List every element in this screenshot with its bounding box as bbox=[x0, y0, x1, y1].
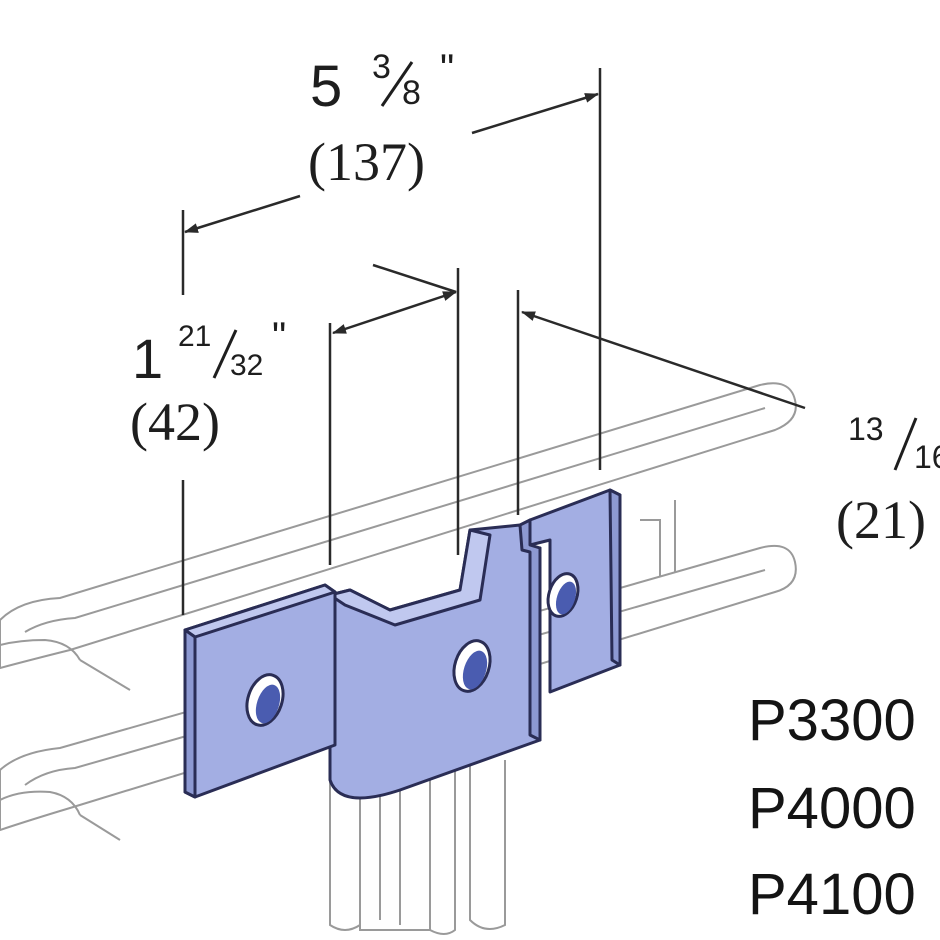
dimension-arrows bbox=[184, 92, 806, 410]
overall-dim-arrow-right bbox=[471, 92, 599, 135]
channel-metric: (21) bbox=[836, 490, 926, 550]
flange-metric: (42) bbox=[130, 392, 220, 452]
overall-whole: 5 bbox=[310, 54, 342, 119]
z-fitting bbox=[183, 488, 622, 800]
bolt-hole-left-inner bbox=[255, 684, 281, 724]
channel-numerator: 13 bbox=[848, 411, 884, 447]
fitting-center-section bbox=[328, 523, 542, 800]
horizontal-channel-upper bbox=[0, 382, 797, 691]
bolt-hole-right-inner bbox=[555, 581, 577, 615]
part-number-1: P3300 bbox=[748, 688, 916, 753]
overall-metric: (137) bbox=[308, 132, 425, 192]
channel-dim-arrow bbox=[521, 310, 806, 410]
overall-inch-mark: " bbox=[440, 47, 454, 91]
vertical-channel bbox=[329, 759, 506, 935]
part-number-2: P4000 bbox=[748, 776, 916, 841]
fitting-left-side bbox=[183, 628, 197, 799]
flange-whole: 1 bbox=[132, 327, 163, 390]
dim-flange-label: 1 21 32 " (42) bbox=[130, 315, 286, 452]
flange-denominator: 32 bbox=[230, 349, 263, 382]
extension-lines bbox=[181, 68, 602, 615]
fitting-right-edge bbox=[608, 488, 622, 667]
overall-denominator: 8 bbox=[402, 74, 421, 112]
dim-overall-label: 5 3 8 " (137) bbox=[308, 47, 454, 192]
overall-numerator: 3 bbox=[372, 48, 391, 86]
overall-dim-arrow-left bbox=[184, 194, 301, 234]
fitting-top-fold bbox=[328, 528, 492, 627]
flange-inch-mark: " bbox=[272, 315, 286, 359]
bolt-hole-center-inner bbox=[462, 650, 488, 690]
channel-denominator: 16 bbox=[914, 439, 940, 475]
flange-numerator: 21 bbox=[178, 320, 211, 353]
flange-dim-arrow bbox=[332, 290, 457, 335]
flange-dim-leader bbox=[372, 263, 457, 294]
fitting-center-side bbox=[518, 518, 542, 742]
dim-channel-label: 13 16 " (21) bbox=[836, 411, 940, 550]
part-number-3: P4100 bbox=[748, 862, 916, 927]
part-number-list: P3300 P4000 P4100 bbox=[748, 688, 916, 927]
